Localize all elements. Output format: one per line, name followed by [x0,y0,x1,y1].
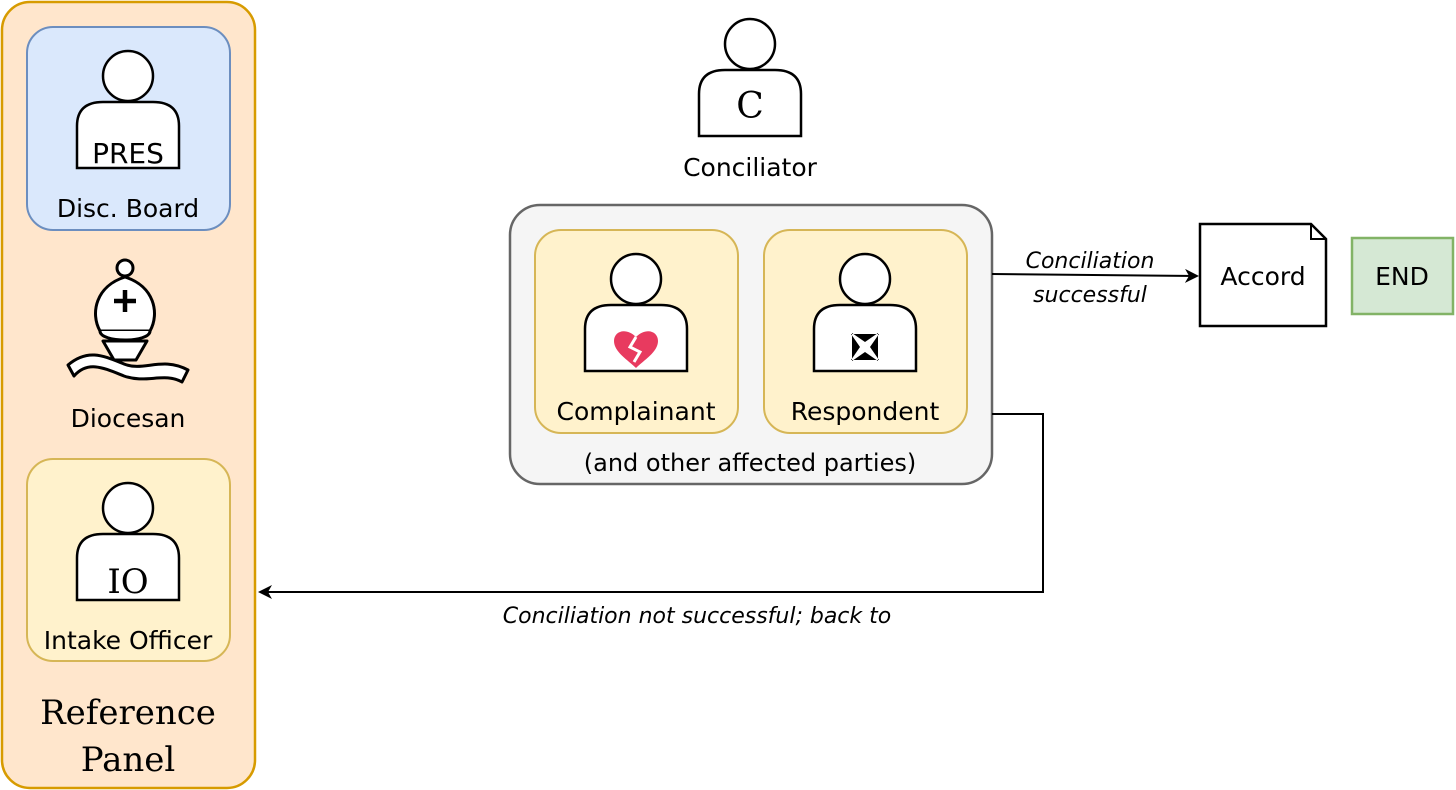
reference-panel: PRES Disc. Board Diocesan IO Intake Offi… [0,0,257,790]
failure-edge [258,413,1044,599]
accord-label: Accord [1220,262,1305,291]
intake-officer-label: Intake Officer [44,626,213,655]
success-edge-label: Conciliation successful [1026,249,1155,308]
accord-document: Accord [1198,222,1328,328]
end-node: END [1350,236,1455,316]
parties-group: Complainant Respondent (and other affect… [508,203,994,486]
president-label: Disc. Board [57,194,199,223]
failure-edge-label: Conciliation not successful; back to [503,604,891,629]
broken-heart-icon [614,331,658,368]
conciliator: C Conciliator [683,17,818,182]
bishop-mitre-icon [66,258,190,384]
conciliator-icon-text: C [736,86,764,127]
ref-title-line: Reference [40,693,216,733]
conciliator-label: Conciliator [683,153,818,182]
diocesan-label: Diocesan [71,404,186,433]
intake-officer-icon-text: IO [107,562,148,602]
parties-group-caption: (and other affected parties) [584,449,916,477]
respondent-label: Respondent [791,397,940,426]
success-lbl-line: Conciliation [1026,249,1155,274]
success-edge [991,268,1199,283]
ref-title-line: Panel [81,740,176,780]
president-icon-text: PRES [92,137,164,170]
end-label: END [1375,262,1429,291]
cross-pattee-icon [851,333,879,361]
success-lbl-line: successful [1033,283,1147,308]
complainant-label: Complainant [557,397,716,426]
